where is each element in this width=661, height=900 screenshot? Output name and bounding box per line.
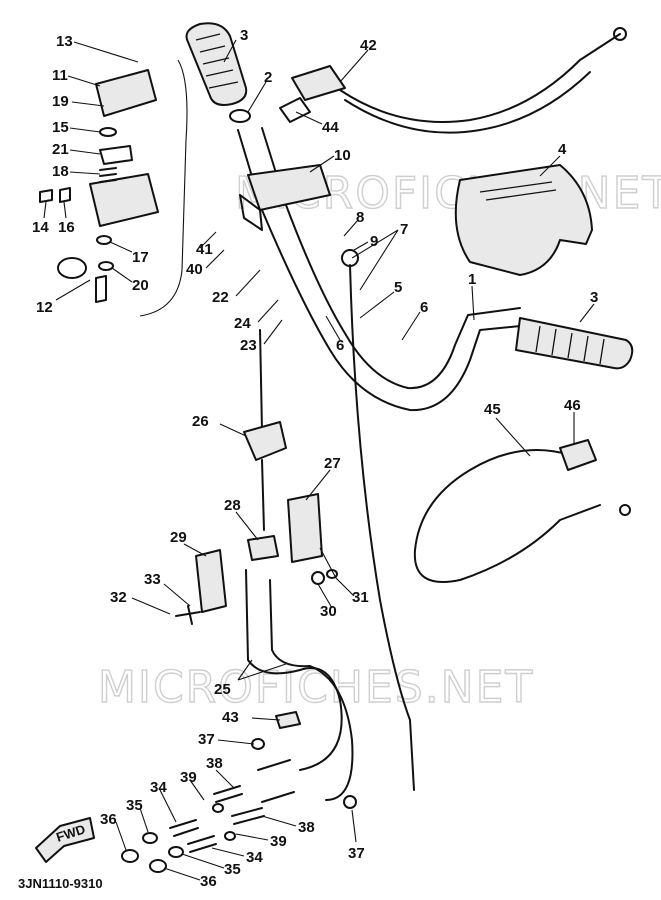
callout-39-left: 39 [180,769,197,786]
callout-2: 2 [264,69,272,86]
callouts: 13 11 19 15 21 18 14 16 17 20 12 3 2 42 … [32,27,598,890]
callout-46: 46 [564,397,581,414]
callout-7: 7 [400,221,408,238]
callout-22: 22 [212,289,229,306]
long-cable [349,264,415,791]
callout-12: 12 [36,299,53,316]
callout-17: 17 [132,249,149,266]
cable-holder [243,329,287,531]
callout-29: 29 [170,529,187,546]
callout-36-right: 36 [200,873,217,890]
callout-23: 23 [240,337,257,354]
callout-33: 33 [144,571,161,588]
callout-32: 32 [110,589,127,606]
callout-13: 13 [56,33,73,50]
callout-42: 42 [360,37,377,54]
callout-26: 26 [192,413,209,430]
callout-20: 20 [132,277,149,294]
callout-3-right: 3 [590,289,598,306]
callout-44: 44 [322,119,339,136]
callout-24: 24 [234,315,251,332]
right-cable [413,439,631,583]
callout-31: 31 [352,589,369,606]
callout-19: 19 [52,93,69,110]
callout-14: 14 [32,219,49,236]
cable-adjusters [121,711,357,873]
throttle-case-cover [454,164,593,276]
grip-ring [229,109,251,123]
group-bracket [139,59,188,317]
callout-9: 9 [370,233,378,250]
callout-35-left: 35 [126,797,143,814]
lower-brackets [175,493,338,625]
callout-1: 1 [468,271,476,288]
callout-43: 43 [222,709,239,726]
callout-4: 4 [558,141,567,158]
leader-lines [43,39,595,881]
callout-30: 30 [320,603,337,620]
callout-41: 41 [196,241,213,258]
callout-27: 27 [324,455,341,472]
callout-25: 25 [214,681,231,698]
callout-45: 45 [484,401,501,418]
callout-6-right: 6 [420,299,428,316]
callout-38-left: 38 [206,755,223,772]
callout-28: 28 [224,497,241,514]
callout-34-right: 34 [246,849,263,866]
callout-6-left: 6 [336,337,344,354]
callout-34-left: 34 [150,779,167,796]
watermark-bottom: MICROFICHES.NET [98,662,534,713]
fwd-arrow: FWD [35,817,95,863]
callout-8: 8 [356,209,364,226]
lower-cables [245,569,354,801]
callout-38-right: 38 [298,819,315,836]
callout-10: 10 [334,147,351,164]
callout-21: 21 [52,141,69,158]
cable-adjuster [341,249,359,267]
callout-39-right: 39 [270,833,287,850]
callout-16: 16 [58,219,75,236]
left-grip [185,22,248,106]
callout-36-left: 36 [100,811,117,828]
handlebar [237,127,531,412]
callout-11: 11 [52,67,68,84]
callout-40: 40 [186,261,203,278]
callout-35-right: 35 [224,861,241,878]
callout-18: 18 [52,163,69,180]
callout-3-top: 3 [240,27,248,44]
callout-37-left: 37 [198,731,215,748]
left-switch-assembly [239,164,331,231]
callout-15: 15 [52,119,69,136]
callout-5: 5 [394,279,402,296]
diagram-code: 3JN1110-9310 [18,876,103,891]
lever-assembly [279,27,627,134]
callout-37-right: 37 [348,845,365,862]
right-grip [515,317,634,370]
